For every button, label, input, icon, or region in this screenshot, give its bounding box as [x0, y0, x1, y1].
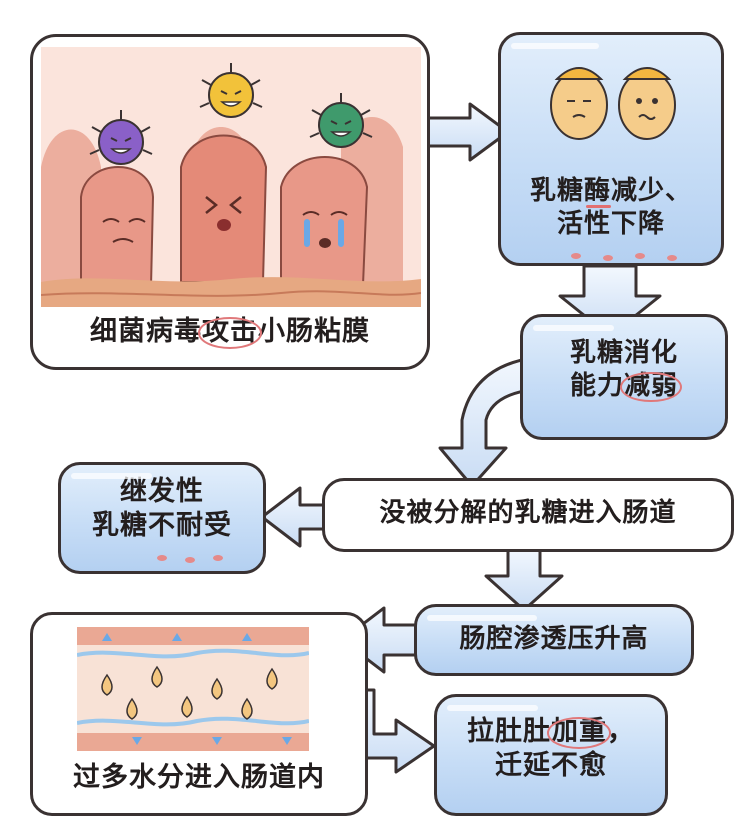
- bacteria-yellow-icon: [199, 63, 263, 118]
- label-line-1: 乳糖消化: [569, 338, 678, 368]
- label-part: 小肠粘膜: [258, 316, 370, 347]
- label-line-1: 拉肚肚加重，: [437, 715, 665, 749]
- lactose-drop-icon: [101, 665, 278, 720]
- box-diarrhea-worse: 拉肚肚加重， 迁延不愈: [434, 694, 668, 816]
- label-diarrhea-worse: 拉肚肚加重， 迁延不愈: [437, 715, 665, 783]
- circled-word: 攻击: [198, 316, 262, 349]
- arrow-right-1: [426, 102, 510, 162]
- label-line-2: 迁延不愈: [495, 749, 607, 781]
- underlined-word: 酶: [583, 176, 612, 208]
- box-bacteria-attack: 细菌病毒攻击小肠粘膜: [30, 34, 430, 370]
- box-undigested-lactose: 没被分解的乳糖进入肠道: [322, 478, 734, 552]
- lactase-egg-icon: [550, 67, 676, 140]
- box-osmotic-pressure: 肠腔渗透压升高: [414, 604, 694, 676]
- box-lactase-decrease: 乳糖酶减少、 活性下降: [498, 32, 724, 266]
- intestine-water-illustration: [77, 627, 309, 751]
- label-undigested-lactose: 没被分解的乳糖进入肠道: [379, 498, 677, 528]
- label-osmotic-pressure: 肠腔渗透压升高: [459, 624, 649, 654]
- label-part: 减少、: [611, 176, 693, 206]
- label-line-2: 能力减弱: [523, 370, 725, 403]
- label-water-into-gut: 过多水分进入肠道内: [73, 762, 325, 793]
- label-bacteria-attack: 细菌病毒攻击小肠粘膜: [33, 315, 427, 349]
- bacteria-green-icon: [309, 93, 373, 148]
- label-line-1: 继发性: [120, 476, 204, 507]
- label-line-2: 活性下降: [556, 208, 665, 239]
- label-part: 细菌病毒: [90, 316, 202, 347]
- label-secondary-intolerance: 继发性 乳糖不耐受: [61, 475, 263, 543]
- label-line-2: 乳糖不耐受: [92, 509, 232, 541]
- bacteria-purple-icon: [89, 110, 153, 165]
- arrow-down-2: [484, 546, 564, 612]
- box-secondary-intolerance: 继发性 乳糖不耐受: [58, 462, 266, 574]
- circled-word: 减弱: [619, 370, 683, 402]
- circled-word: 加重: [547, 716, 611, 749]
- label-lactase-decrease: 乳糖酶减少、 活性下降: [501, 175, 721, 240]
- label-part: 拉肚肚: [467, 716, 551, 747]
- label-digestion-weak: 乳糖消化 能力减弱: [523, 337, 725, 402]
- label-part: 能力: [569, 370, 624, 401]
- intestinal-villi-illustration: [41, 47, 421, 307]
- label-line-1: 乳糖酶减少、: [501, 175, 721, 208]
- label-part: ，: [607, 716, 635, 747]
- box-digestion-weak: 乳糖消化 能力减弱: [520, 314, 728, 440]
- arrow-left-1: [260, 486, 332, 548]
- box-water-into-gut: 过多水分进入肠道内: [30, 612, 368, 816]
- label-part: 乳糖: [529, 176, 584, 206]
